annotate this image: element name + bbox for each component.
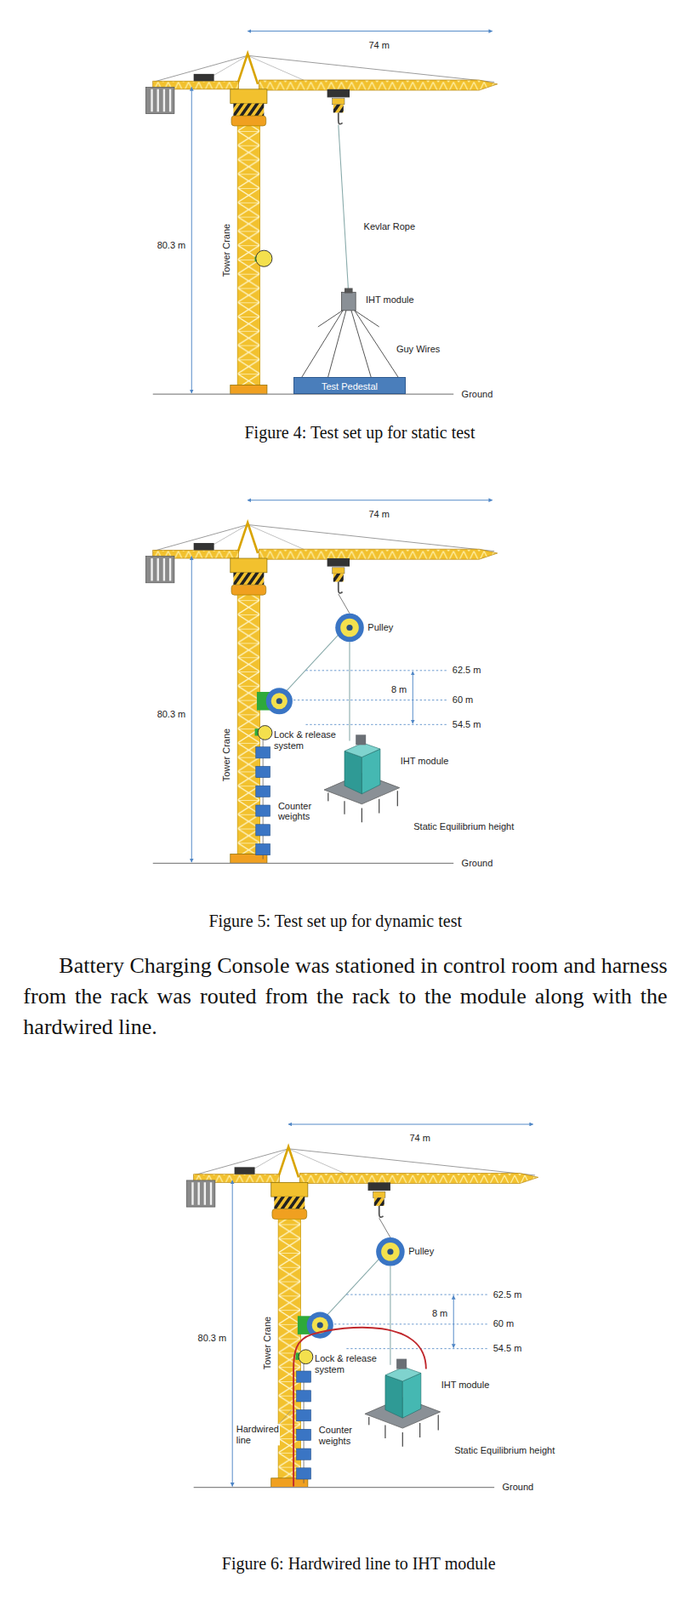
part-label: Tower Crane — [261, 1315, 274, 1370]
part-label: Counter weights — [318, 1423, 373, 1446]
part-label: Lock & release system — [273, 728, 344, 751]
dimension-label: 54.5 m — [492, 1342, 524, 1354]
dimension-label: 54.5 m — [451, 717, 483, 729]
figure-caption: Figure 4: Test set up for static test — [243, 422, 476, 443]
note-label: Static Equilibrium height — [412, 819, 515, 832]
part-label: Kevlar Rope — [363, 221, 417, 233]
body-paragraph: Battery Charging Console was stationed i… — [22, 950, 668, 1043]
dimension-label: 80.3 m — [156, 239, 188, 251]
note-label: Static Equilibrium height — [453, 1444, 556, 1456]
dimension-label: 74 m — [368, 508, 391, 520]
dimension-label: 74 m — [368, 39, 391, 51]
part-label: Lock & release system — [313, 1353, 385, 1375]
part-label: Guy Wires — [395, 342, 441, 354]
part-label: Counter weights — [277, 800, 332, 822]
dimension-label: 8 m — [431, 1307, 449, 1319]
figure-caption: Figure 5: Test set up for dynamic test — [207, 910, 463, 930]
part-label: Hardwired line — [235, 1423, 280, 1445]
test-pedestal: Test Pedestal — [293, 376, 406, 394]
figure-caption: Figure 6: Hardwired line to IHT module — [221, 1552, 497, 1572]
ground-label: Ground — [461, 387, 495, 399]
dimension-label: 74 m — [408, 1132, 431, 1144]
part-label: Pulley — [366, 621, 394, 633]
part-label: IHT module — [399, 755, 450, 767]
part-label: IHT module — [440, 1378, 491, 1390]
dimension-label: 60 m — [492, 1317, 515, 1329]
part-label: Pulley — [407, 1245, 435, 1257]
dimension-label: 80.3 m — [197, 1332, 228, 1344]
ground-label: Ground — [461, 856, 495, 868]
dimension-label: 80.3 m — [156, 707, 188, 719]
ground-label: Ground — [501, 1480, 536, 1492]
dimension-label: 60 m — [451, 694, 474, 706]
dimension-label: 62.5 m — [451, 664, 483, 676]
dimension-label: 8 m — [390, 683, 408, 695]
node-text: Test Pedestal — [321, 381, 378, 392]
part-label: IHT module — [364, 294, 416, 306]
dimension-label: 62.5 m — [492, 1287, 524, 1299]
part-label: Tower Crane — [221, 726, 233, 781]
part-label: Tower Crane — [221, 222, 233, 277]
